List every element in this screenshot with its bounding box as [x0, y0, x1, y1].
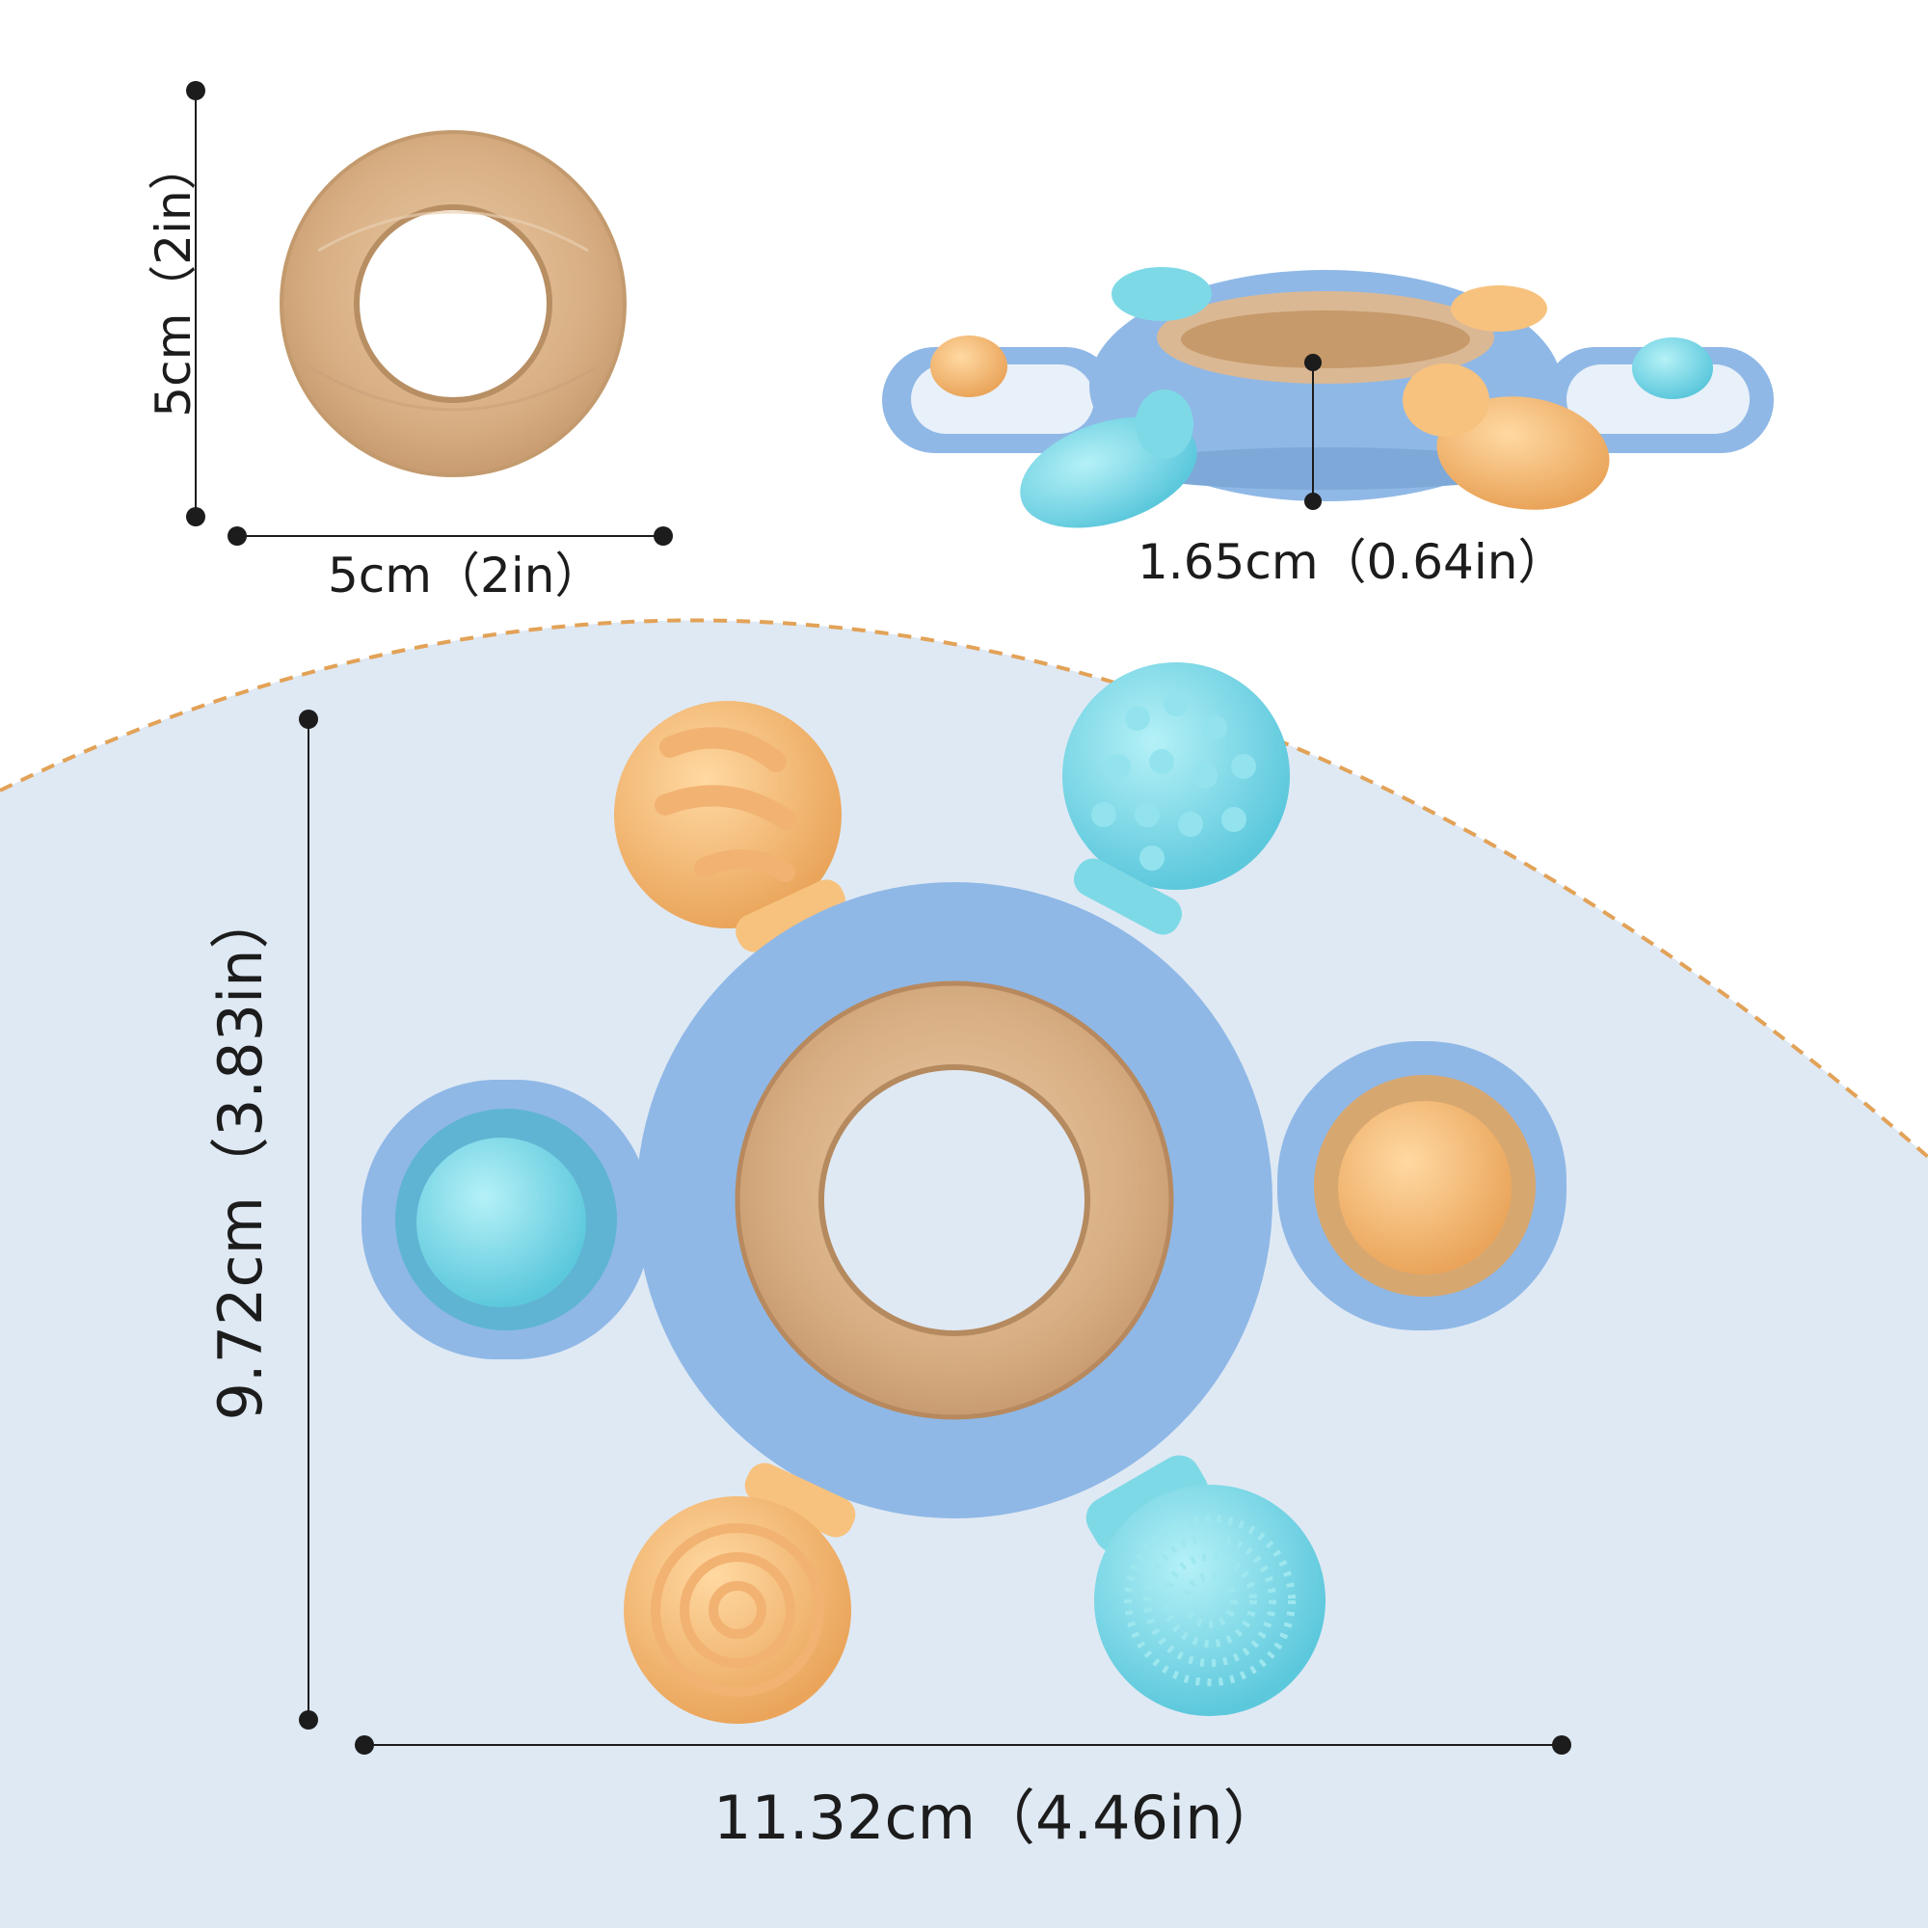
thickness-dimension: [1304, 354, 1322, 510]
teether-side-view-photo: [882, 267, 1774, 528]
overall-height-dimension: [299, 710, 318, 1730]
overall-width-label: 11.32cm（4.46in）: [713, 1783, 1283, 1853]
wooden-ring-photo: [280, 130, 627, 477]
overall-width-dimension: [355, 1735, 1571, 1755]
dashed-arc-divider: [0, 618, 1928, 1159]
ring-height-dimension: [186, 81, 205, 526]
overall-height-label: 9.72cm（3.83in）: [205, 889, 276, 1421]
ring-height-label: 5cm（2in）: [146, 142, 201, 417]
thickness-label: 1.65cm（0.64in）: [1138, 534, 1566, 590]
ring-width-label: 5cm（2in）: [328, 548, 603, 604]
ring-width-dimension: [228, 526, 673, 546]
teether-top-view-photo: [362, 662, 1566, 1724]
